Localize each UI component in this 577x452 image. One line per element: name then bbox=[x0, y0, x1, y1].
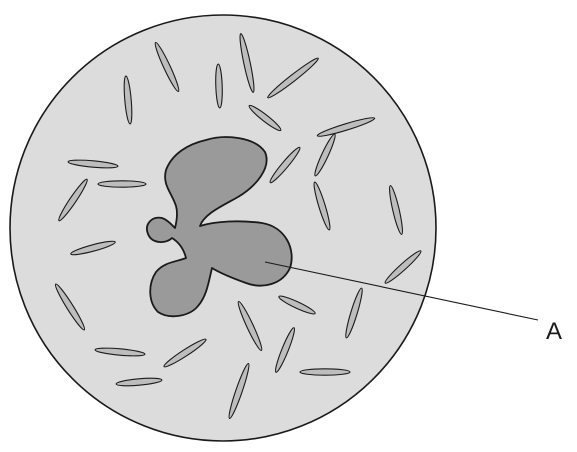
organelle-9 bbox=[98, 181, 146, 187]
organelle-24 bbox=[300, 369, 350, 375]
label-a: A bbox=[546, 318, 562, 345]
